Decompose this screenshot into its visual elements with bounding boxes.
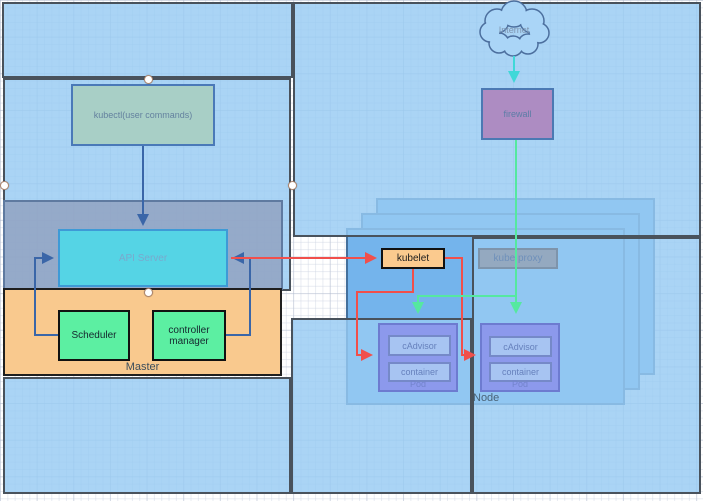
- pod-2[interactable]: cAdvisor container Pod: [480, 323, 560, 392]
- region-top-left[interactable]: [2, 2, 293, 78]
- region-bottom-left[interactable]: [3, 377, 291, 494]
- scheduler-label: Scheduler: [71, 330, 117, 341]
- pod-1-label: Pod: [409, 379, 426, 389]
- controller-manager-label: controller manager: [168, 324, 210, 347]
- pod-2-label: Pod: [511, 379, 528, 389]
- pod-1[interactable]: cAdvisor container Pod: [378, 323, 458, 392]
- kubectl-label: kubectl(user commands): [93, 110, 193, 120]
- kube-proxy-label: kube proxy: [493, 253, 543, 264]
- kubelet-box[interactable]: kubelet: [381, 248, 445, 269]
- firewall-box[interactable]: firewall: [481, 88, 554, 140]
- pod-1-cadvisor-label: cAdvisor: [402, 340, 437, 351]
- kubectl-box[interactable]: kubectl(user commands): [71, 84, 215, 146]
- controller-manager-box[interactable]: controller manager: [152, 310, 226, 361]
- pod-1-container[interactable]: container: [388, 362, 451, 382]
- selection-handle-bottom[interactable]: [143, 287, 153, 297]
- pod-2-container[interactable]: container: [489, 362, 552, 382]
- master-label: Master: [125, 361, 160, 373]
- pod-2-container-label: container: [501, 367, 540, 377]
- selection-handle-top[interactable]: [143, 74, 153, 84]
- pod-2-cadvisor-label: cAdvisor: [503, 341, 538, 352]
- pod-1-cadvisor[interactable]: cAdvisor: [388, 335, 451, 356]
- api-server-label: API Server: [118, 252, 168, 264]
- selection-handle-left[interactable]: [0, 180, 9, 190]
- node-label: Node: [473, 392, 500, 404]
- master-group[interactable]: Master: [3, 288, 282, 376]
- kube-proxy-box[interactable]: kube proxy: [478, 248, 558, 269]
- firewall-label: firewall: [503, 109, 532, 119]
- pod-1-container-label: container: [400, 367, 439, 377]
- selection-handle-right[interactable]: [287, 180, 297, 190]
- scheduler-box[interactable]: Scheduler: [58, 310, 130, 361]
- api-server-box[interactable]: API Server: [58, 229, 228, 287]
- pod-2-cadvisor[interactable]: cAdvisor: [489, 336, 552, 357]
- kubelet-label: kubelet: [396, 253, 430, 264]
